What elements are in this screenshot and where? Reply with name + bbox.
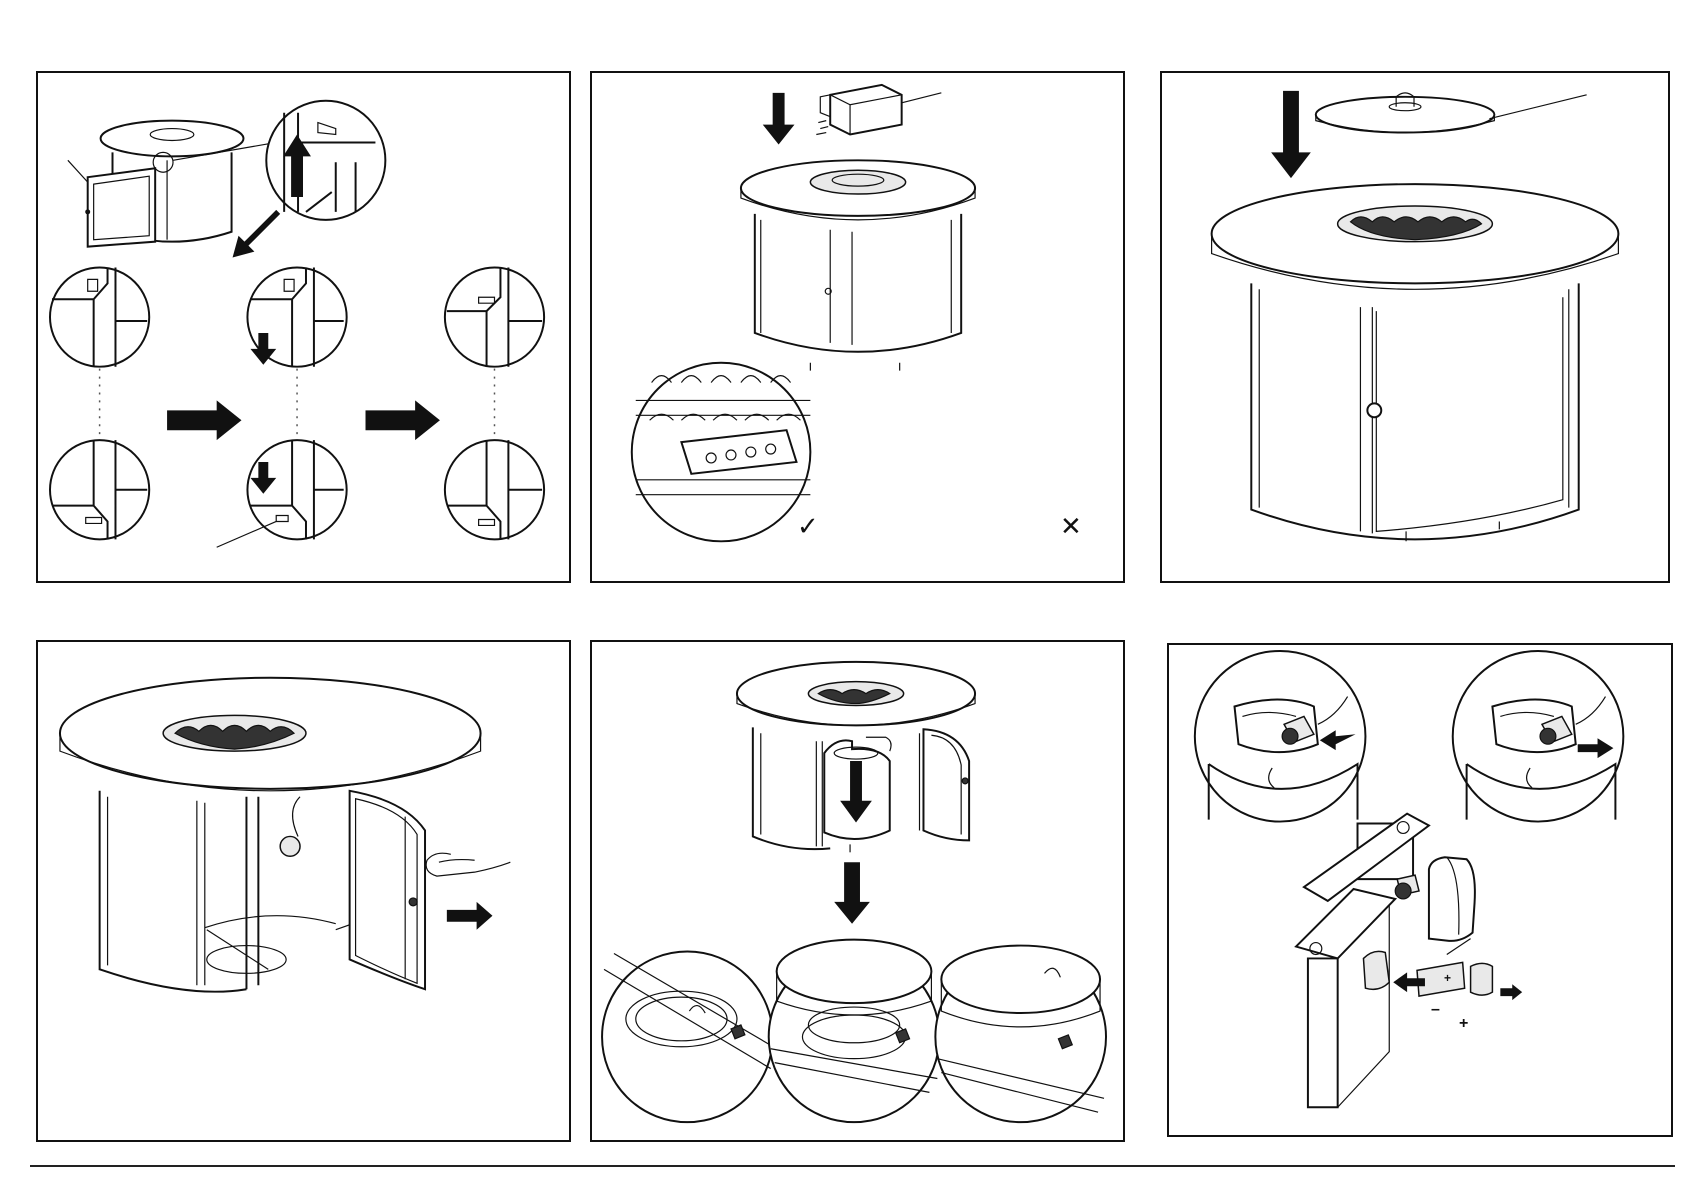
tank-detail-2 [769, 940, 940, 1123]
open-door-illustration [38, 642, 569, 1140]
arrow-right-icon [447, 902, 493, 930]
panel-regulator-battery: – + + [1167, 643, 1673, 1137]
panel-open-door [36, 640, 571, 1142]
regulator-detail-connect [1195, 651, 1366, 822]
lava-rocks-illustration [592, 73, 1123, 581]
arrow-down-icon [763, 93, 795, 145]
battery-positive-label: + [1459, 1015, 1468, 1033]
battery-cell-plus-label: + [1444, 971, 1451, 985]
igniter-module [1296, 814, 1522, 1108]
arrow-right-icon [366, 400, 440, 440]
lid-illustration [1162, 73, 1668, 581]
fire-pit-medium [741, 160, 975, 370]
arrow-down-icon [834, 862, 870, 924]
hand [426, 853, 510, 876]
arrow-down-left-icon [233, 210, 281, 258]
panel-lid [1160, 71, 1670, 583]
hinge-sequence-step-3 [445, 267, 544, 539]
tank-detail-1 [602, 952, 777, 1123]
footer-rule [30, 1165, 1675, 1167]
arrow-right-icon [167, 400, 241, 440]
hinge-sequence-step-1 [50, 267, 149, 539]
regulator-detail-disconnect [1453, 651, 1624, 822]
propane-tank-illustration [592, 642, 1123, 1140]
hinge-sequence-step-2 [217, 267, 347, 547]
panel-door-hinge [36, 71, 571, 583]
cross-icon: ✕ [1060, 513, 1082, 539]
door-hinge-illustration [38, 73, 569, 581]
fire-pit-small [68, 121, 276, 247]
panel-lava-rocks: ✓ ✕ [590, 71, 1125, 583]
check-icon: ✓ [797, 513, 819, 539]
fire-pit-with-tank [737, 662, 975, 852]
burner-lid [1316, 93, 1587, 133]
arrow-right-icon [1500, 984, 1522, 1000]
fire-pit-large [1212, 184, 1619, 541]
lava-rock-box [816, 85, 941, 135]
panel-propane-tank [590, 640, 1125, 1142]
open-door-panel [350, 791, 425, 989]
arrow-down-icon [1271, 91, 1311, 178]
hinge-detail-up [266, 101, 385, 220]
regulator-battery-illustration [1169, 645, 1671, 1135]
battery-negative-label: – [1431, 1001, 1440, 1019]
tank-detail-3 [935, 946, 1106, 1123]
burner-detail-correct [632, 363, 811, 542]
